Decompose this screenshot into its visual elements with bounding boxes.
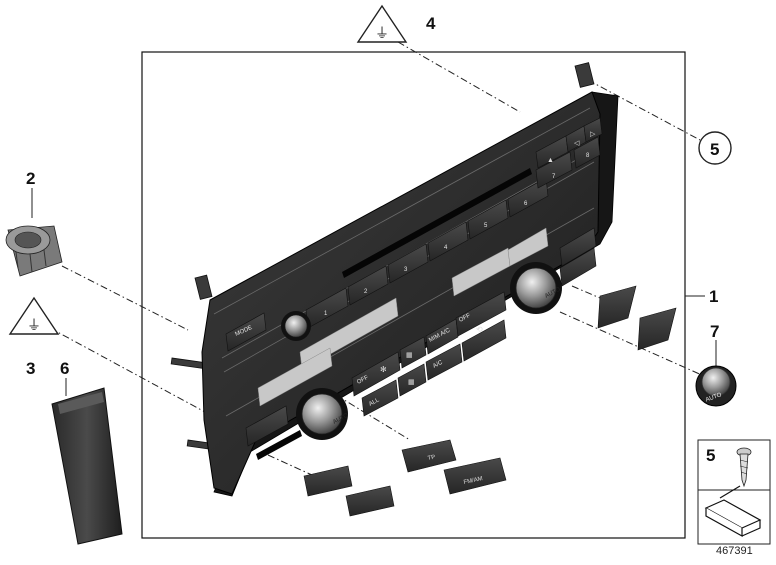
- callout-5-circle: 5: [698, 131, 732, 165]
- preset-label-1: 1: [324, 311, 328, 317]
- loose-buttons: TP FM/AM: [303, 285, 677, 517]
- seek-back-icon: ◁: [574, 140, 580, 147]
- esd-warning-icon-top: ⏚: [356, 4, 408, 43]
- climate-displays: [257, 227, 549, 407]
- svg-text:⏚: ⏚: [375, 25, 389, 41]
- seek-forward-icon: ▷: [590, 131, 596, 138]
- preset-row: 1 2 3 4 5 6 7 8 ▲ ◁ ▷: [305, 117, 603, 329]
- all-button-label: ALL: [368, 397, 381, 408]
- control-panel: 1 2 3 4 5 6 7 8 ▲ ◁ ▷ MODE: [170, 62, 619, 497]
- ac-button-label: A/C: [432, 359, 444, 369]
- preset-label-4: 4: [444, 245, 448, 251]
- off-left-label: OFF: [356, 375, 370, 386]
- off-right-label: OFF: [458, 313, 472, 324]
- climate-buttons: OFF MIM A/C OFF ALL A/C ✻ ⟲ ▦ ▦: [245, 227, 597, 447]
- knob-auto-label: AUTO: [705, 392, 723, 403]
- bracket-profile-icon: [704, 485, 762, 538]
- screw-icon: [736, 447, 752, 488]
- preset-label-6: 6: [524, 201, 528, 207]
- preset-label-3: 3: [404, 267, 408, 273]
- cd-slot: [342, 168, 532, 278]
- esd-warning-icon-left: ⏚: [8, 296, 60, 335]
- defrost-icon: ▦: [408, 379, 415, 386]
- preset-label-7: 7: [552, 174, 556, 180]
- fan-icon: ✻: [380, 365, 387, 374]
- seat-vent-button-left: [345, 485, 395, 517]
- drawing-number: 467391: [716, 545, 753, 557]
- callout-4: 4: [426, 14, 436, 33]
- temperature-knob-left: AUTO: [296, 388, 350, 440]
- seat-vent-button-right: [637, 307, 677, 351]
- callout-1: 1: [709, 287, 718, 306]
- volume-knob: [281, 311, 311, 341]
- seat-heat-button-right: [597, 285, 637, 329]
- rear-defrost-icon: ▦: [406, 352, 413, 359]
- svg-text:⏚: ⏚: [27, 317, 41, 333]
- recirculation-icon: ⟲: [476, 325, 483, 334]
- fm-am-button-label: FM/AM: [463, 476, 483, 486]
- legend-number: 5: [706, 446, 715, 465]
- assembly-frame: [141, 51, 686, 539]
- callout-5: 5: [710, 140, 719, 159]
- callout-2: 2: [26, 169, 35, 188]
- temperature-knob-right: AUTO: [510, 262, 562, 314]
- preset-label-2: 2: [364, 289, 368, 295]
- callout-6: 6: [60, 359, 69, 378]
- screw-legend-box: 5: [697, 439, 771, 545]
- preset-label-8: 8: [586, 153, 590, 159]
- side-cover-part: [51, 387, 123, 545]
- knob-part: AUTO: [695, 365, 737, 407]
- callout-7: 7: [710, 322, 719, 341]
- eject-icon: ▲: [547, 157, 554, 164]
- callout-3: 3: [26, 359, 35, 378]
- tp-button-label: TP: [427, 454, 436, 461]
- spring-ring-part: [5, 225, 63, 277]
- seat-heat-button-left: [303, 465, 353, 497]
- preset-label-5: 5: [484, 223, 488, 229]
- fm-am-button: [443, 457, 507, 495]
- tp-button: [401, 439, 457, 473]
